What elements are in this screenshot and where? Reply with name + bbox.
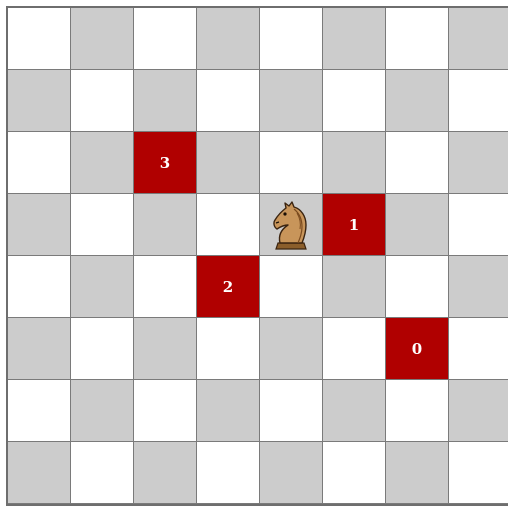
board-square[interactable] xyxy=(449,8,508,70)
board-square[interactable] xyxy=(386,194,449,256)
board-square[interactable] xyxy=(197,194,260,256)
board-square[interactable] xyxy=(8,318,71,380)
board-square[interactable] xyxy=(323,8,386,70)
board-square[interactable] xyxy=(71,442,134,504)
move-number-label: 0 xyxy=(412,340,422,358)
board-square[interactable] xyxy=(449,442,508,504)
board-square[interactable] xyxy=(8,8,71,70)
marked-square[interactable]: 2 xyxy=(197,256,260,318)
board-square[interactable] xyxy=(323,70,386,132)
board-square[interactable] xyxy=(260,380,323,442)
board-square[interactable] xyxy=(71,318,134,380)
board-square[interactable] xyxy=(449,318,508,380)
board-square[interactable] xyxy=(449,194,508,256)
chess-board: 3 1 2 0 xyxy=(6,6,508,506)
board-square[interactable] xyxy=(386,132,449,194)
knight-icon[interactable] xyxy=(268,199,314,251)
board-square[interactable] xyxy=(323,132,386,194)
board-square[interactable] xyxy=(134,8,197,70)
marked-square[interactable]: 0 xyxy=(386,318,449,380)
board-square[interactable] xyxy=(449,380,508,442)
board-square[interactable] xyxy=(260,318,323,380)
board-square[interactable] xyxy=(386,256,449,318)
board-square[interactable] xyxy=(197,8,260,70)
board-square[interactable] xyxy=(449,132,508,194)
board-square[interactable] xyxy=(197,442,260,504)
board-square[interactable] xyxy=(260,194,323,256)
board-square[interactable] xyxy=(323,256,386,318)
board-square[interactable] xyxy=(71,194,134,256)
board-square[interactable] xyxy=(134,194,197,256)
board-square[interactable] xyxy=(197,132,260,194)
board-square[interactable] xyxy=(8,442,71,504)
board-square[interactable] xyxy=(260,8,323,70)
board-square[interactable] xyxy=(197,70,260,132)
board-square[interactable] xyxy=(197,318,260,380)
board-square[interactable] xyxy=(134,318,197,380)
board-square[interactable] xyxy=(323,318,386,380)
board-square[interactable] xyxy=(71,256,134,318)
board-square[interactable] xyxy=(8,70,71,132)
board-square[interactable] xyxy=(386,380,449,442)
board-square[interactable] xyxy=(71,380,134,442)
board-square[interactable] xyxy=(449,70,508,132)
board-square[interactable] xyxy=(323,442,386,504)
board-square[interactable] xyxy=(71,70,134,132)
board-square[interactable] xyxy=(8,132,71,194)
board-square[interactable] xyxy=(260,442,323,504)
board-square[interactable] xyxy=(134,70,197,132)
board-square[interactable] xyxy=(260,132,323,194)
board-square[interactable] xyxy=(71,8,134,70)
board-square[interactable] xyxy=(449,256,508,318)
board-square[interactable] xyxy=(8,194,71,256)
board-square[interactable] xyxy=(8,256,71,318)
board-square[interactable] xyxy=(386,70,449,132)
move-number-label: 2 xyxy=(223,278,233,296)
board-square[interactable] xyxy=(260,256,323,318)
board-square[interactable] xyxy=(71,132,134,194)
marked-square[interactable]: 3 xyxy=(134,132,197,194)
board-square[interactable] xyxy=(197,380,260,442)
board-container: 3 1 2 0 xyxy=(6,6,508,506)
board-square[interactable] xyxy=(260,70,323,132)
move-number-label: 3 xyxy=(160,154,170,172)
board-square[interactable] xyxy=(134,442,197,504)
board-square[interactable] xyxy=(386,442,449,504)
board-square[interactable] xyxy=(134,380,197,442)
move-number-label: 1 xyxy=(349,216,359,234)
board-square[interactable] xyxy=(134,256,197,318)
board-square[interactable] xyxy=(386,8,449,70)
board-square[interactable] xyxy=(323,380,386,442)
board-square[interactable] xyxy=(8,380,71,442)
marked-square[interactable]: 1 xyxy=(323,194,386,256)
